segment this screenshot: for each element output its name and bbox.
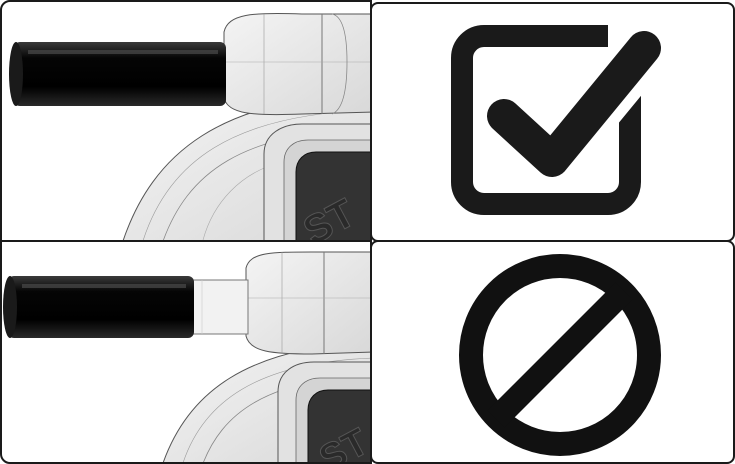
- device-handle-inserted-drawing: ST: [2, 2, 372, 242]
- incorrect-insertion-illustration: ST: [0, 240, 372, 464]
- device-handle-gap-drawing: ST: [2, 242, 372, 464]
- checkmark-icon: [372, 4, 735, 242]
- device-collar: [246, 252, 372, 354]
- device-collar: [224, 13, 372, 114]
- handle: [3, 276, 194, 338]
- correct-insertion-illustration: ST: [0, 0, 372, 242]
- prohibited-icon: [372, 242, 735, 464]
- handle: [9, 42, 226, 106]
- incorrect-verdict-panel: [370, 240, 735, 464]
- correct-verdict-panel: [370, 2, 735, 242]
- exposed-stem: [190, 280, 248, 334]
